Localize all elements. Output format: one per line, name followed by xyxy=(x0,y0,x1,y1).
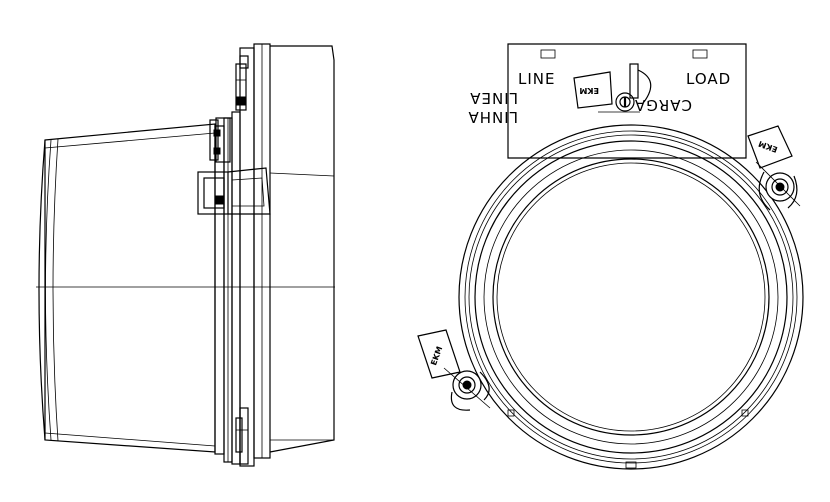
side-view-latch xyxy=(197,117,271,215)
seal-top: EKM xyxy=(573,63,652,113)
side-view-bottom-clip xyxy=(235,407,249,465)
side-view-body xyxy=(36,123,335,453)
label-load: LOAD xyxy=(686,70,731,88)
seal-top-label: EKM xyxy=(579,86,599,95)
label-linea: LINEA xyxy=(469,89,518,107)
seal-left: EKM xyxy=(417,329,491,411)
side-view-flange xyxy=(214,111,241,465)
front-view: LINE LOAD LINEA LINHA CARGA EKM xyxy=(417,43,804,470)
side-view-top-clip xyxy=(235,55,249,111)
ring-bottom-tabs xyxy=(507,409,749,469)
side-view xyxy=(36,43,335,467)
seal-right: EKM xyxy=(747,125,801,211)
label-linha: LINHA xyxy=(467,108,518,126)
label-line: LINE xyxy=(518,70,555,88)
side-view-rear-ring xyxy=(239,43,335,467)
meter-ring xyxy=(458,124,804,470)
label-carga: CARGA xyxy=(634,96,692,114)
terminal-plate xyxy=(507,43,747,159)
